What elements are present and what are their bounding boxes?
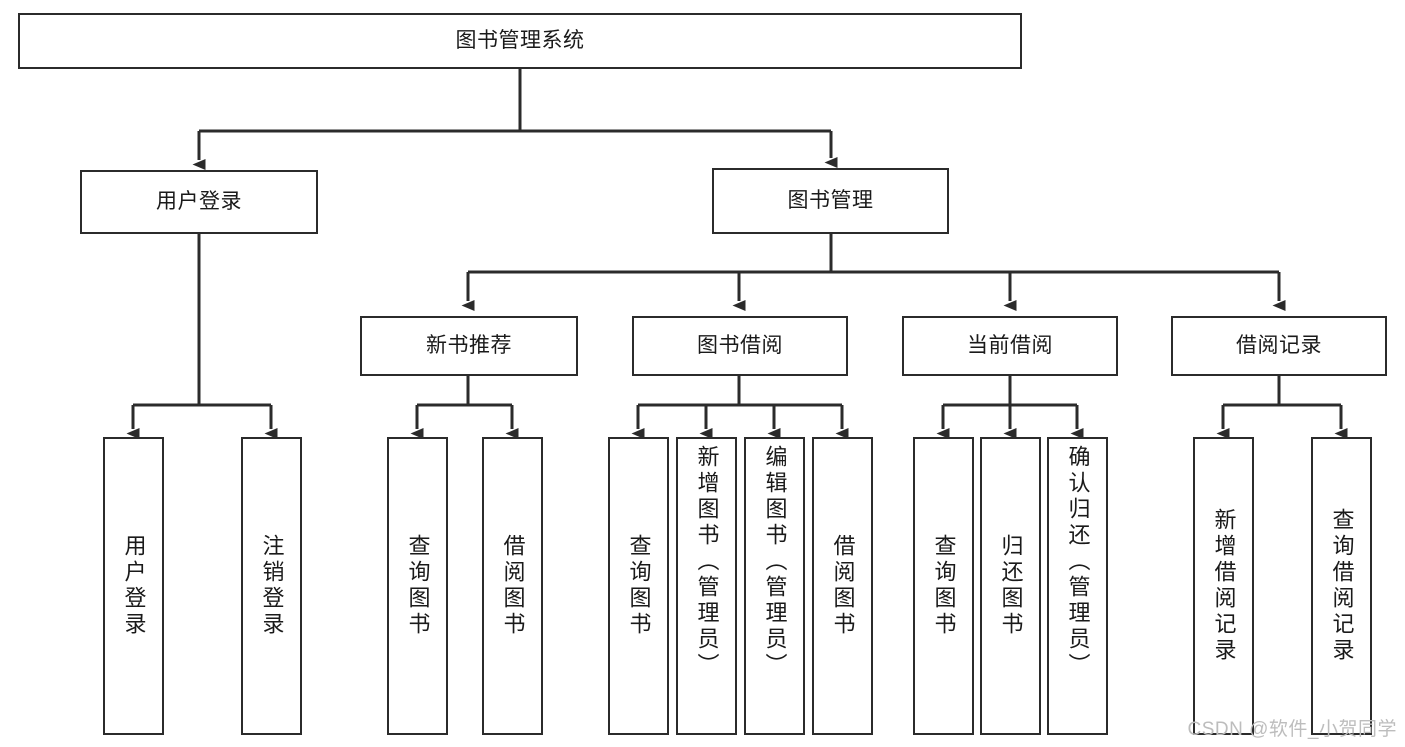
node-label: 查询图书 <box>626 534 652 638</box>
node-current-borrow[interactable]: 当前借阅 <box>902 316 1118 376</box>
node-leaf-query-book-new[interactable]: 查询图书 <box>387 437 448 735</box>
node-leaf-add-book-admin[interactable]: 新增图书（管理员） <box>676 437 737 735</box>
node-leaf-add-borrow-record[interactable]: 新增借阅记录 <box>1193 437 1254 735</box>
node-leaf-edit-book-admin[interactable]: 编辑图书（管理员） <box>744 437 805 735</box>
node-leaf-borrow-book-new[interactable]: 借阅图书 <box>482 437 543 735</box>
node-label: 借阅记录 <box>1236 333 1322 357</box>
node-leaf-borrow-book[interactable]: 借阅图书 <box>812 437 873 735</box>
node-leaf-query-borrow-record[interactable]: 查询借阅记录 <box>1311 437 1372 735</box>
node-leaf-logout[interactable]: 注销登录 <box>241 437 302 735</box>
node-label: 新增借阅记录 <box>1211 508 1237 664</box>
node-label: 新增图书（管理员） <box>694 445 720 679</box>
node-book-management[interactable]: 图书管理 <box>712 168 949 234</box>
node-book-borrow[interactable]: 图书借阅 <box>632 316 848 376</box>
watermark-text: CSDN @软件_小贺同学 <box>1187 719 1397 740</box>
node-label: 当前借阅 <box>967 333 1053 357</box>
node-label: 确认归还（管理员） <box>1065 445 1091 679</box>
node-label: 编辑图书（管理员） <box>762 445 788 679</box>
node-leaf-confirm-return-admin[interactable]: 确认归还（管理员） <box>1047 437 1108 735</box>
node-label: 借阅图书 <box>500 534 526 638</box>
node-label: 图书管理 <box>787 188 874 212</box>
node-leaf-query-book-current[interactable]: 查询图书 <box>913 437 974 735</box>
node-label: 用户登录 <box>121 534 147 638</box>
node-leaf-return-book[interactable]: 归还图书 <box>980 437 1041 735</box>
node-leaf-user-login[interactable]: 用户登录 <box>103 437 164 735</box>
node-label: 注销登录 <box>259 534 285 638</box>
node-root-system[interactable]: 图书管理系统 <box>18 13 1022 69</box>
node-user-login[interactable]: 用户登录 <box>80 170 318 234</box>
node-label: 图书借阅 <box>697 333 783 357</box>
node-label: 新书推荐 <box>426 333 512 357</box>
node-label: 借阅图书 <box>830 534 856 638</box>
node-leaf-query-book[interactable]: 查询图书 <box>608 437 669 735</box>
node-label: 归还图书 <box>998 534 1024 638</box>
node-label: 图书管理系统 <box>455 28 585 52</box>
node-label: 查询图书 <box>931 534 957 638</box>
node-label: 用户登录 <box>156 189 242 213</box>
node-label: 查询借阅记录 <box>1329 508 1355 664</box>
node-label: 查询图书 <box>405 534 431 638</box>
node-borrow-record[interactable]: 借阅记录 <box>1171 316 1387 376</box>
node-new-book-recommend[interactable]: 新书推荐 <box>360 316 578 376</box>
